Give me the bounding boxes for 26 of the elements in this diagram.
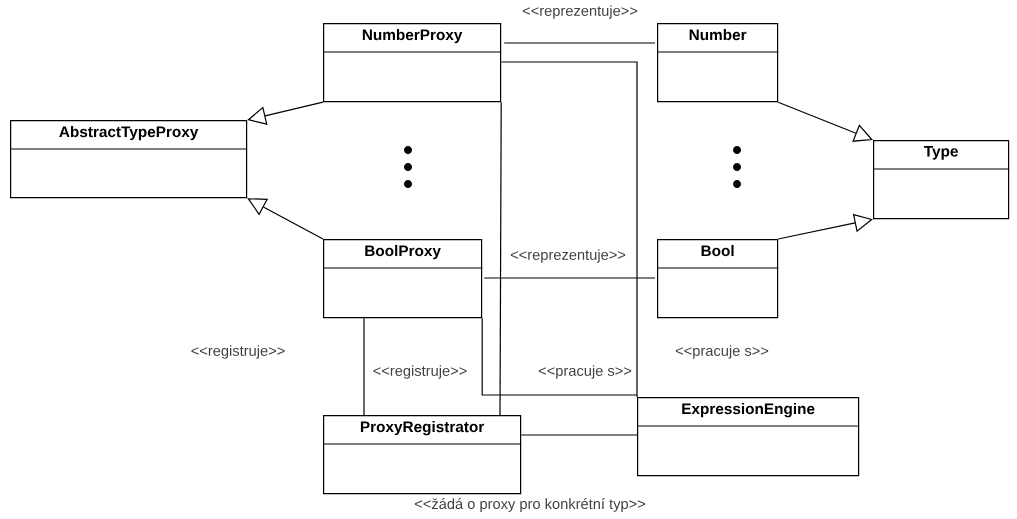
edge-label: <<žádá o proxy pro konkrétní typ>> bbox=[412, 496, 648, 514]
connector bbox=[483, 277, 656, 279]
class-box: Type bbox=[872, 140, 1010, 220]
class-box: ProxyRegistrator bbox=[322, 415, 522, 495]
connector bbox=[363, 317, 365, 416]
edge-label: <<reprezentuje>> bbox=[508, 247, 628, 265]
connector bbox=[500, 61, 638, 398]
class-box: Bool bbox=[656, 239, 779, 319]
connector bbox=[247, 198, 324, 240]
class-box: NumberProxy bbox=[322, 23, 502, 103]
connector bbox=[777, 213, 873, 240]
connector bbox=[499, 101, 502, 416]
connector bbox=[481, 317, 638, 396]
connector bbox=[777, 101, 873, 142]
class-box: Number bbox=[656, 23, 779, 103]
class-box: AbstractTypeProxy bbox=[9, 120, 248, 199]
edge-label: <<pracuje s>> bbox=[536, 363, 634, 381]
connector bbox=[503, 42, 656, 44]
class-box: BoolProxy bbox=[322, 239, 483, 319]
edge-label: <<reprezentuje>> bbox=[520, 3, 640, 21]
class-box: ExpressionEngine bbox=[636, 397, 860, 477]
connector bbox=[520, 434, 638, 436]
edge-label: <<pracuje s>> bbox=[673, 343, 771, 361]
edge-label: <<registruje>> bbox=[371, 363, 469, 381]
connector bbox=[247, 101, 324, 125]
stereotype-label: <<registruje>> bbox=[191, 345, 285, 359]
